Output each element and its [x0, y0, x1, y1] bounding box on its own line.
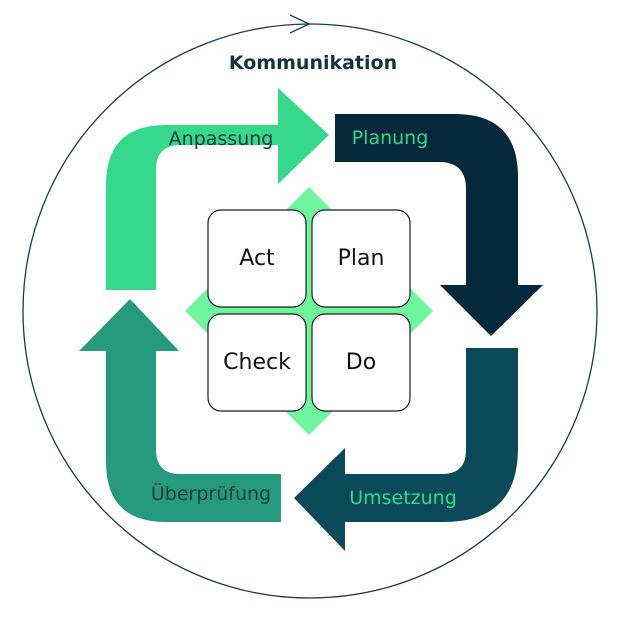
box-check-label: Check [223, 350, 291, 375]
arrow-planung [335, 114, 543, 336]
arrow-anpassung [106, 88, 329, 290]
box-act: Act [207, 209, 307, 308]
box-plan: Plan [311, 209, 411, 308]
box-check: Check [207, 313, 307, 412]
box-plan-label: Plan [338, 246, 385, 271]
label-anpassung: Anpassung [169, 128, 274, 150]
label-ueberpruefung: Überprüfung [151, 482, 271, 505]
label-planung: Planung [352, 127, 429, 149]
box-do-label: Do [346, 350, 376, 375]
diagram-title: Kommunikation [229, 52, 397, 74]
arrow-ueberpruefung [79, 299, 281, 522]
circle-arrowhead-icon [289, 14, 311, 34]
box-act-label: Act [239, 246, 275, 271]
box-do: Do [311, 313, 411, 412]
label-umsetzung: Umsetzung [349, 487, 457, 509]
arrow-umsetzung [294, 348, 518, 551]
